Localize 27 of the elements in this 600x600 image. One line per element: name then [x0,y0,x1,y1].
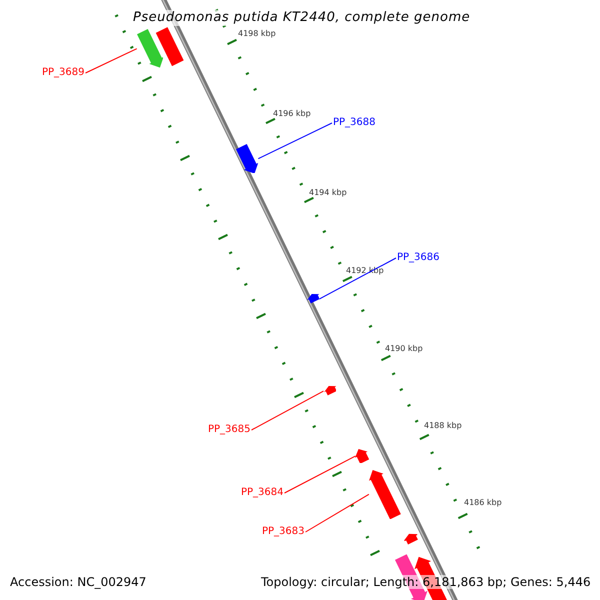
genome-summary-label: Topology: circular; Length: 6,181,863 bp; Genes: 5,446 [261,575,591,589]
scale-label: 4194 kbp [309,188,347,198]
leader-line [284,456,356,494]
gene-feature [236,144,258,174]
leader-line [251,390,324,430]
leader-line [305,494,370,532]
gene-feature [355,448,370,464]
accession-label: Accession: NC_002947 [10,575,146,589]
gene-label: PP_3688 [333,117,376,129]
leader-line [258,122,332,160]
scale-label: 4198 kbp [238,29,276,39]
leader-line [85,48,138,74]
leader-line [318,258,396,300]
gene-label: PP_3689 [42,67,85,79]
gene-feature [306,294,320,304]
gene-label: PP_3686 [397,252,440,264]
scale-label: 4188 kbp [424,421,462,431]
gene-feature [368,470,401,519]
scale-label: 4190 kbp [385,344,423,354]
gene-label: PP_3685 [208,424,251,436]
gene-feature [136,29,164,68]
scale-label: 4196 kbp [273,109,311,119]
gene-label: PP_3683 [262,526,305,538]
gene-feature [324,386,336,396]
scale-label: 4186 kbp [464,498,502,508]
title: Pseudomonas putida KT2440, complete genome [133,10,470,26]
gene-label: PP_3684 [241,487,284,499]
